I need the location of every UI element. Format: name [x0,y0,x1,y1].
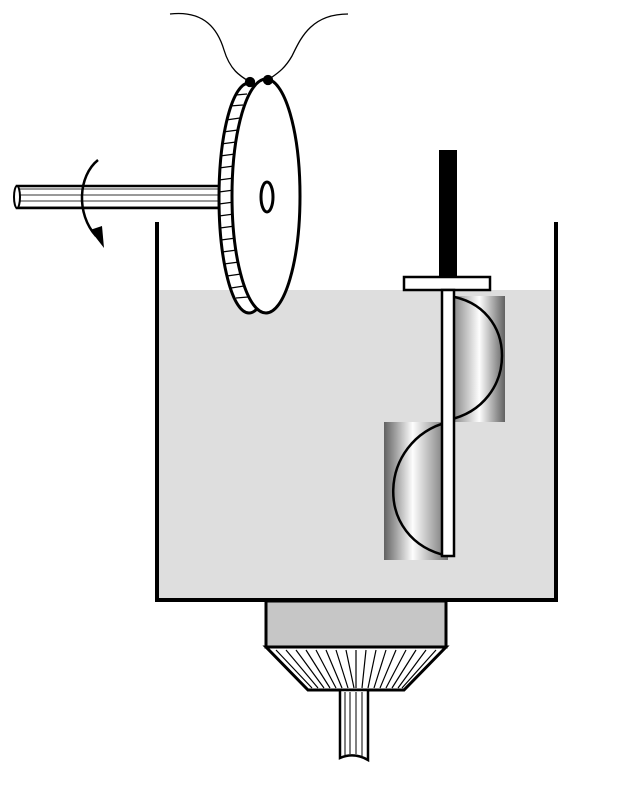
helical-stirrer [384,150,505,560]
lead-wires [169,12,349,88]
horizontal-shaft [13,184,225,210]
bottom-outlet [262,599,450,763]
rotating-disc-electrode [217,77,302,315]
curved-arrow-icon [80,159,104,248]
